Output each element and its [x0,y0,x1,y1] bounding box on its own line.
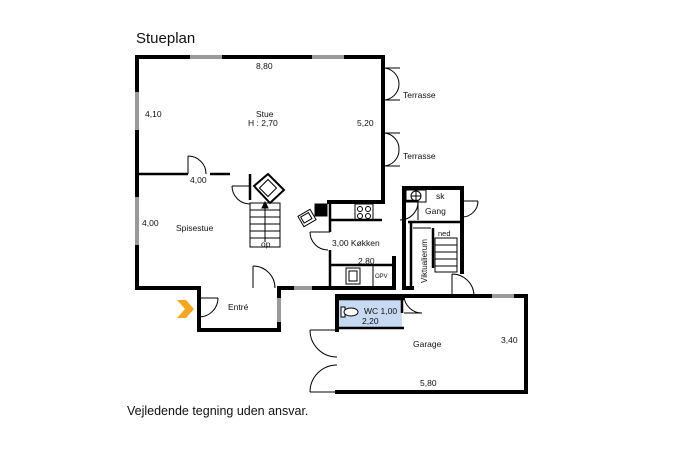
page-title: Stueplan [136,30,196,47]
kitchen-appliances [314,203,431,288]
gang-label: Gang [425,206,446,216]
opv-label: OPV [375,274,388,280]
spisestue-label: Spisestue [176,223,214,233]
gang-sk: sk [436,191,445,201]
wc-depth: 2,20 [362,316,379,326]
spisestue-width: 4,00 [190,175,207,185]
terrasse-label-2: Terrasse [403,151,436,161]
fireplace [252,172,286,205]
entre-label: Entré [228,302,249,312]
stue-depth: 4,10 [145,109,162,119]
windows [135,55,514,322]
stue-depth-right: 5,20 [357,118,374,128]
garage-depth: 3,40 [501,335,518,345]
fan-icon [405,189,427,203]
stairs [249,200,458,273]
terrasse-label-1: Terrasse [403,90,436,100]
doors [187,67,479,393]
stue-label: Stue [256,109,274,119]
spisestue-depth: 4,00 [142,218,159,228]
entry-arrow-icon [177,300,194,318]
gang-ned: ned [438,229,451,238]
stue-height: H : 2,70 [248,118,278,128]
wc-label: WC 1,00 [364,306,397,316]
garage-label: Garage [413,339,442,349]
koekken-label: 3,00 Køkken [332,238,380,248]
garage-width: 5,80 [420,378,437,388]
viktualierum-label: Viktualierum [420,239,429,283]
armchair-icon [297,208,317,228]
stair-label: op [261,239,271,249]
stue-width: 8,80 [256,61,273,71]
disclaimer: Vejledende tegning uden ansvar. [127,404,309,418]
toilet-icon [340,306,359,318]
koekken-depth: 2,80 [358,256,375,266]
